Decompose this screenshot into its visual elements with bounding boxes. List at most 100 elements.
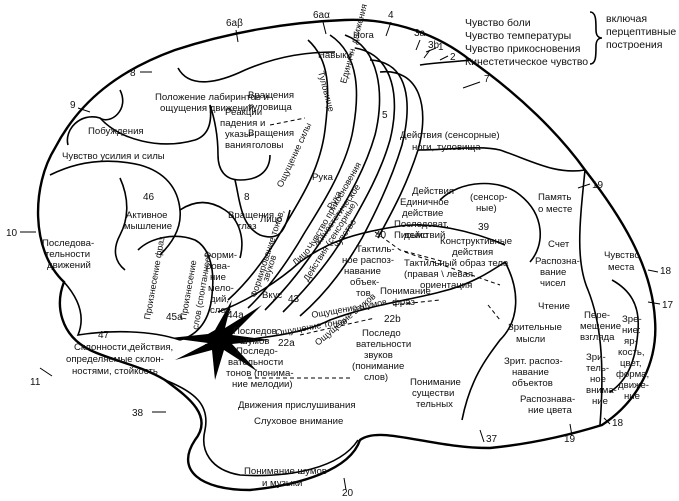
label-melody-forming-1: Форми- (204, 250, 237, 261)
area-47: 47 (98, 330, 110, 341)
label-vision-6: форма, (616, 369, 649, 380)
label-active-thinking-1: Активное (126, 210, 168, 221)
label-sound-sequences-1: Последо (362, 328, 401, 339)
label-tone-sequences-4: ние мелодии) (232, 379, 293, 390)
sensory-strip-3 (299, 59, 408, 317)
area-18-bottom: 18 (612, 418, 624, 429)
label-gaze-shift-3: взгляда (580, 332, 615, 343)
label-inclinations-1: Склонности,действия, (74, 342, 173, 353)
tick-11 (39, 367, 53, 377)
label-sense-of-place-2: места (608, 262, 635, 273)
legend-kinesthetic: Кинестетическое чувство (465, 56, 588, 68)
label-tactile-recognition-1: Тактиль- (356, 244, 395, 255)
dashed-line-3 (404, 251, 501, 286)
area-9: 9 (70, 100, 76, 111)
label-object-recognition-1: Зрит. распоз- (504, 356, 563, 367)
label-counting: Счет (548, 239, 570, 250)
label-noise-music-1: Понимание шумов (244, 466, 327, 477)
tick-2 (439, 55, 449, 61)
area-40: 40 (375, 230, 387, 241)
area-11: 11 (30, 377, 41, 388)
label-visual-attention-5: ние (592, 396, 608, 407)
dashed-line-7 (487, 304, 501, 321)
label-number-recognition-3: чисел (540, 278, 566, 289)
label-leg: Нога (353, 30, 375, 41)
dashed-line-4 (299, 317, 376, 336)
label-visual-attention-1: Зри- (586, 352, 606, 363)
legend-pain: Чувство боли (465, 17, 531, 29)
label-inclinations-3: ностями, стойкость (72, 366, 158, 377)
label-place-memory-1: Память (538, 192, 571, 203)
label-visual-attention-3: ное (590, 374, 606, 385)
label-vision-5: цвет, (620, 358, 642, 369)
label-single-action-2: Единичное (400, 197, 449, 208)
label-visual-thoughts-2: мысли (516, 334, 545, 345)
area-19-top: 19 (592, 180, 604, 191)
area-22b: 22b (384, 314, 401, 325)
area-37: 37 (486, 434, 498, 445)
label-color-recognition-1: Распознава- (520, 394, 575, 405)
sylvian-lower-bank (204, 261, 506, 346)
label-single-action-3: действие (402, 208, 443, 219)
tick-1 (425, 47, 437, 53)
area-5: 5 (382, 110, 388, 121)
label-place-memory-2: о месте (538, 204, 572, 215)
label-number-recognition-1: Распозна- (535, 256, 580, 267)
frontal-reactions (209, 104, 271, 181)
label-nouns-1: Понимание (410, 377, 461, 388)
legend-touch: Чувство прикосновения (465, 43, 580, 55)
legend-brace-1: включая (606, 13, 647, 25)
legend-temperature: Чувство температуры (465, 30, 571, 42)
motor-strip-1 (227, 39, 329, 301)
label-labyrinth-1: Положение лабиринтов и (155, 92, 269, 103)
label-melody-forming-2: рова- (206, 261, 230, 272)
label-single-action-1: Действия (412, 186, 454, 197)
label-sound-sequences-5: слов) (364, 372, 388, 383)
area-5-7-boundary (417, 146, 586, 172)
label-movement-sequences-3: движений (47, 260, 91, 271)
label-reactions-4: вания (225, 140, 251, 151)
label-tactile-recognition-2: ное распоз- (342, 255, 394, 266)
area-8-mid: 8 (244, 192, 250, 203)
frontal-middle (99, 104, 212, 145)
label-tone-sequences-1: Последо- (236, 346, 278, 357)
tick-4 (385, 21, 392, 37)
area-6ad: 6aα (313, 10, 330, 21)
sensory-strip-2 (282, 47, 396, 313)
label-listening-movements: Движения прислушивания (238, 400, 356, 411)
label-sound-sequences-2: вательности (356, 339, 411, 350)
label-head-rotation-1: Вращения (248, 128, 294, 139)
label-tactile-recognition-4: объек- (350, 277, 379, 288)
label-phrase-pronunciation: Произнесение фраз (142, 236, 166, 321)
label-sensory-2: ные) (476, 203, 497, 214)
legend-brace-2: перцептивные (606, 26, 676, 38)
label-nouns-2: существи (412, 388, 454, 399)
label-melody-forming-3: ние (210, 272, 226, 283)
temporal-lobe-outline (164, 379, 359, 477)
label-single-action-5: действий (404, 230, 445, 241)
label-tactile-body-image-2: (правая \ левая (404, 269, 473, 280)
frontal-46 (114, 177, 128, 271)
label-tactile-body-image-3: ориентация (420, 280, 472, 291)
orbital-zone (63, 281, 181, 341)
dashed-line-6 (392, 299, 441, 306)
label-color-recognition-2: ние цвета (528, 405, 572, 416)
tick-7 (462, 81, 481, 89)
label-movement-sequences-2: тельности (45, 249, 90, 260)
tick-19a (577, 183, 591, 189)
parietal-39-40 (439, 182, 541, 263)
legend-brace (589, 11, 603, 65)
area-8-top: 8 (130, 68, 136, 79)
occipital-region (578, 169, 603, 426)
area-19-bottom: 19 (564, 434, 576, 445)
label-vision-8: ние (624, 391, 640, 402)
label-writing: Письмо (394, 230, 428, 241)
dashed-line-1 (269, 117, 306, 126)
parieto-occipital (461, 261, 517, 421)
area-4: 4 (388, 10, 394, 21)
area-45a: 45a (166, 312, 183, 323)
label-phrase-understanding-2: фраз (392, 297, 415, 308)
label-labyrinth-2: ощущения движений (160, 103, 254, 114)
label-tactile-body-image-1: Тактильный образ тела (404, 258, 509, 269)
label-actions-sensory-2: ноги, туловища (412, 142, 481, 153)
